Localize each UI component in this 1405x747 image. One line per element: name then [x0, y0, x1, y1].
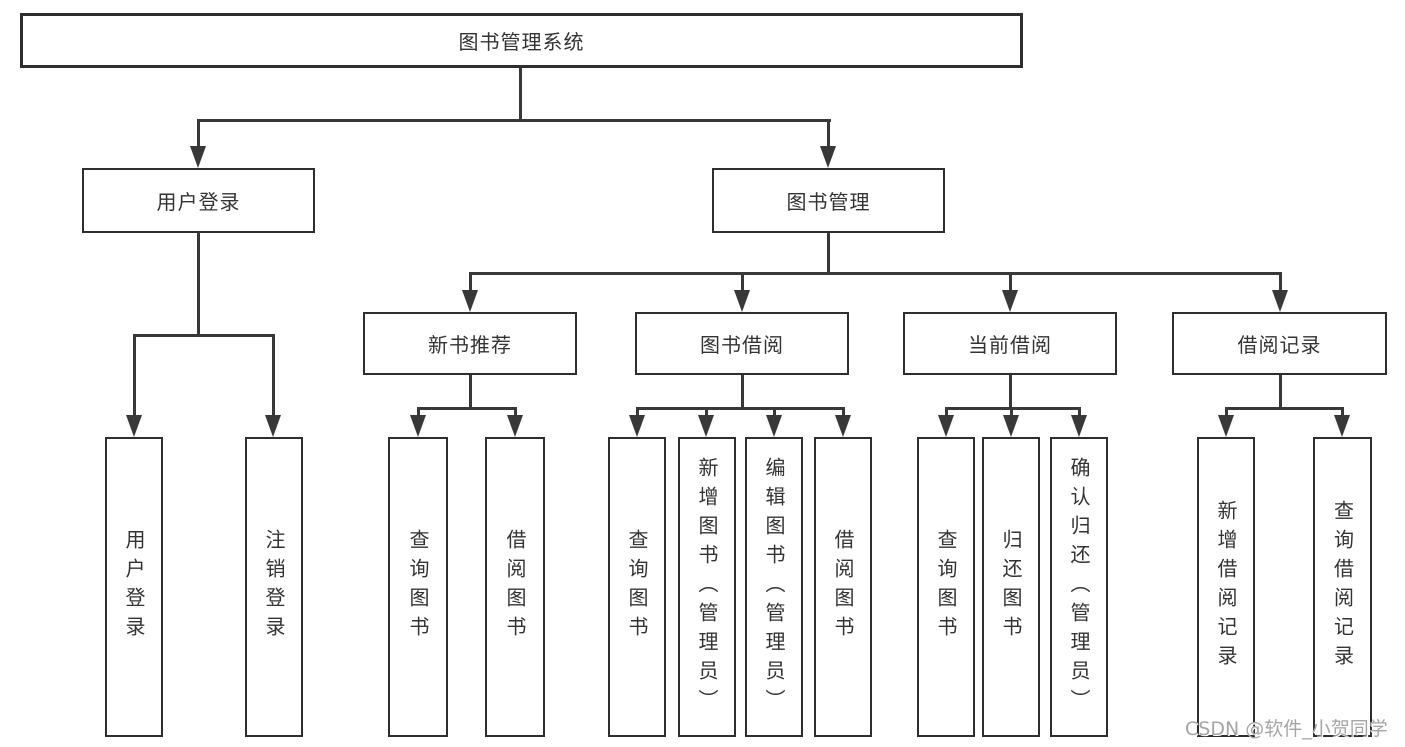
connector-line: [1225, 407, 1343, 410]
leaf-label: 编辑图书（管理员）: [762, 456, 786, 718]
node-library-management-system: 图书管理系统: [20, 13, 1023, 68]
connector-line: [842, 407, 845, 417]
leaf-user-login: 用户登录: [105, 437, 163, 737]
connector-line: [1279, 272, 1282, 292]
connector-line: [1225, 407, 1228, 417]
arrow-down-icon: [1002, 290, 1018, 312]
node-user-login: 用户登录: [82, 168, 315, 233]
leaf-query-borrow-record: 查询借阅记录: [1313, 437, 1372, 737]
connector-line: [133, 334, 274, 337]
node-borrowing-records: 借阅记录: [1172, 312, 1387, 375]
leaf-label: 用户登录: [122, 529, 146, 645]
arrow-down-icon: [1003, 415, 1019, 437]
connector-line: [469, 272, 472, 292]
connector-line: [773, 407, 776, 417]
connector-line: [1009, 375, 1012, 409]
arrow-down-icon: [734, 290, 750, 312]
arrow-down-icon: [766, 415, 782, 437]
leaf-add-books-admin: 新增图书（管理员）: [678, 437, 736, 737]
connector-line: [519, 68, 522, 121]
connector-line: [417, 407, 420, 417]
leaf-label: 查询图书: [934, 529, 958, 645]
connector-line: [705, 407, 708, 417]
leaf-label: 查询借阅记录: [1330, 500, 1355, 674]
connector-line: [1010, 407, 1013, 417]
arrow-down-icon: [1334, 415, 1350, 437]
connector-line: [197, 232, 200, 336]
leaf-borrow-books-recommend: 借阅图书: [485, 437, 545, 737]
arrow-down-icon: [1071, 415, 1087, 437]
connector-line: [827, 119, 830, 151]
leaf-query-books-borrowing: 查询图书: [608, 437, 666, 737]
leaf-label: 查询图书: [625, 529, 649, 645]
connector-line: [636, 407, 639, 417]
leaf-label: 注销登录: [262, 529, 286, 645]
connector-line: [1341, 407, 1344, 417]
leaf-return-books: 归还图书: [982, 437, 1040, 737]
arrow-down-icon: [698, 415, 714, 437]
leaf-logout: 注销登录: [245, 437, 303, 737]
leaf-edit-books-admin: 编辑图书（管理员）: [745, 437, 803, 737]
arrow-down-icon: [1218, 415, 1234, 437]
connector-line: [1009, 272, 1012, 292]
arrow-down-icon: [820, 146, 836, 168]
arrow-down-icon: [507, 415, 523, 437]
connector-line: [636, 407, 845, 410]
arrow-down-icon: [629, 415, 645, 437]
watermark: CSDN @软件_小贺同学: [1185, 718, 1388, 740]
connector-line: [133, 334, 136, 419]
arrow-down-icon: [126, 415, 142, 437]
arrow-down-icon: [410, 415, 426, 437]
leaf-confirm-return-admin: 确认归还（管理员）: [1050, 437, 1108, 737]
node-book-borrowing: 图书借阅: [635, 312, 849, 375]
leaf-label: 借阅图书: [503, 529, 527, 645]
leaf-query-books-current: 查询图书: [917, 437, 975, 737]
leaf-label: 归还图书: [999, 529, 1023, 645]
connector-line: [945, 407, 948, 417]
node-current-borrowing: 当前借阅: [903, 312, 1117, 375]
connector-line: [197, 119, 200, 151]
node-book-management: 图书管理: [712, 168, 945, 233]
arrow-down-icon: [462, 290, 478, 312]
arrow-down-icon: [835, 415, 851, 437]
arrow-down-icon: [265, 415, 281, 437]
connector-line: [945, 407, 1080, 410]
connector-line: [469, 375, 472, 409]
leaf-borrow-books-borrowing: 借阅图书: [814, 437, 872, 737]
connector-line: [741, 375, 744, 409]
leaf-query-books-recommend: 查询图书: [388, 437, 448, 737]
connector-line: [741, 272, 744, 292]
leaf-label: 确认归还（管理员）: [1067, 456, 1091, 718]
arrow-down-icon: [1272, 290, 1288, 312]
connector-line: [197, 119, 831, 122]
connector-line: [417, 407, 517, 410]
leaf-label: 新增图书（管理员）: [695, 456, 719, 718]
leaf-label: 新增借阅记录: [1214, 500, 1238, 674]
connector-line: [1078, 407, 1081, 417]
connector-line: [469, 272, 1282, 275]
leaf-add-borrow-record: 新增借阅记录: [1197, 437, 1255, 737]
leaf-label: 查询图书: [406, 529, 430, 645]
connector-line: [1279, 375, 1282, 409]
connector-line: [827, 233, 830, 274]
arrow-down-icon: [938, 415, 954, 437]
connector-line: [514, 407, 517, 417]
connector-line: [272, 334, 275, 419]
leaf-label: 借阅图书: [831, 529, 855, 645]
arrow-down-icon: [190, 146, 206, 168]
node-new-book-recommend: 新书推荐: [363, 312, 577, 375]
